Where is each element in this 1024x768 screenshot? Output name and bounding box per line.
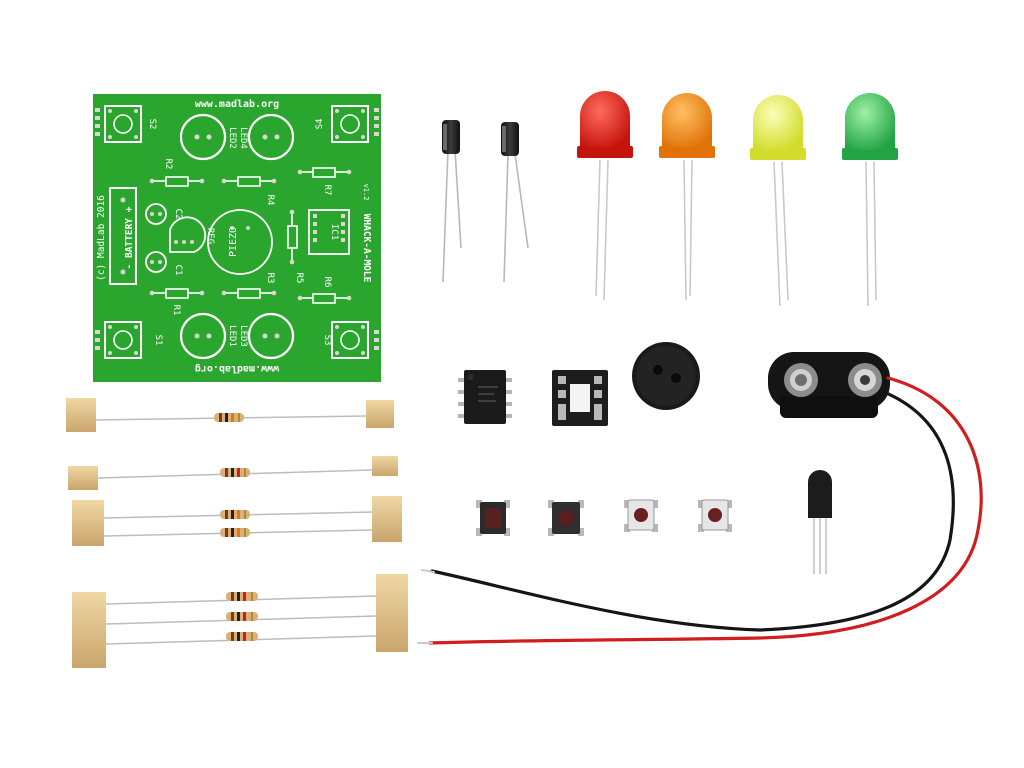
push-button-4 bbox=[698, 499, 732, 532]
pcb-board: www.madlab.org www.madlab.org (c) MadLab… bbox=[93, 94, 381, 382]
resistor-3 bbox=[220, 510, 250, 519]
pcb-piezo-footprint bbox=[207, 209, 273, 275]
red-wire bbox=[428, 376, 983, 645]
pcb-label-c2: C2 bbox=[173, 209, 183, 220]
push-button-3 bbox=[624, 499, 658, 532]
piezo-buzzer bbox=[632, 342, 700, 410]
ic-socket bbox=[552, 370, 608, 426]
pcb-switch-s2-footprint bbox=[104, 105, 142, 143]
pcb-url-top: www.madlab.org bbox=[195, 99, 279, 110]
black-wire bbox=[430, 390, 955, 632]
electrolytic-capacitor-2 bbox=[501, 122, 529, 283]
electrolytic-capacitor-1 bbox=[442, 120, 462, 283]
pcb-label-reg: REG bbox=[205, 228, 215, 244]
resistor-strip-1 bbox=[66, 398, 394, 432]
pcb-battery-footprint bbox=[109, 187, 137, 285]
pcb-led3-footprint bbox=[247, 312, 295, 360]
resistor-strip-4 bbox=[72, 574, 408, 668]
pcb-label-r6: R6 bbox=[322, 277, 332, 288]
battery-clip bbox=[768, 352, 890, 418]
battery-wires bbox=[417, 376, 983, 645]
microcontroller-chip bbox=[458, 370, 512, 424]
push-button-2 bbox=[548, 500, 584, 536]
pcb-switch-s4-footprint bbox=[331, 105, 369, 143]
pcb-label-led4: LED4 bbox=[238, 127, 248, 149]
pcb-label-led2: LED2 bbox=[227, 127, 237, 149]
pcb-label-piezo: PIEZO bbox=[228, 227, 239, 257]
led-green bbox=[842, 93, 898, 307]
pcb-url-bottom: www.madlab.org bbox=[195, 363, 279, 374]
pcb-label-r3: R3 bbox=[265, 273, 275, 284]
pcb-edge-pads bbox=[95, 108, 379, 350]
resistor-5 bbox=[226, 592, 258, 601]
pcb-version: v1.2 bbox=[362, 184, 370, 201]
pcb-copyright: (c) MadLab 2016 bbox=[96, 195, 107, 281]
pcb-label-s2: S2 bbox=[147, 119, 157, 130]
pcb-label-s3: S3 bbox=[322, 335, 332, 346]
pcb-ic1-footprint bbox=[308, 209, 350, 255]
resistor-4 bbox=[220, 528, 250, 537]
push-button-1 bbox=[476, 500, 510, 536]
pcb-battery-label: - BATTERY + bbox=[124, 206, 135, 269]
resistor-strip-3 bbox=[72, 496, 402, 546]
transistor bbox=[808, 470, 832, 574]
resistor-6 bbox=[226, 612, 258, 621]
pcb-c2-footprint bbox=[145, 203, 167, 225]
pcb-switch-s1-footprint bbox=[104, 321, 142, 359]
pcb-title: WHACK-A-MOLE bbox=[361, 214, 372, 283]
resistor-strip-2 bbox=[68, 456, 398, 490]
led-orange bbox=[659, 93, 715, 301]
black-wire-tip bbox=[421, 569, 435, 573]
pcb-label-c1: C1 bbox=[173, 265, 183, 276]
pcb-label-r2: R2 bbox=[163, 159, 173, 170]
pcb-switch-s3-footprint bbox=[331, 321, 369, 359]
pcb-reg-footprint bbox=[169, 216, 207, 253]
pcb-label-s4: S4 bbox=[315, 119, 325, 130]
pcb-led2-footprint bbox=[179, 113, 227, 161]
led-red bbox=[577, 91, 633, 301]
pcb-led4-footprint bbox=[247, 113, 295, 161]
pcb-label-s1: S1 bbox=[153, 335, 163, 346]
resistor-2 bbox=[220, 468, 250, 477]
resistor-7 bbox=[226, 632, 258, 641]
pcb-label-led3: LED3 bbox=[238, 325, 248, 347]
pcb-label-r1: R1 bbox=[171, 305, 181, 316]
led-yellow bbox=[750, 95, 806, 307]
pcb-label-r7: R7 bbox=[322, 185, 332, 196]
pcb-label-led1: LED1 bbox=[227, 325, 237, 347]
pcb-led1-footprint bbox=[179, 312, 227, 360]
pcb-label-ic1: IC1 bbox=[329, 224, 339, 240]
pcb-c1-footprint bbox=[145, 251, 167, 273]
pcb-label-r5: R5 bbox=[294, 273, 304, 284]
pcb-label-r4: R4 bbox=[265, 195, 275, 206]
resistor-1 bbox=[214, 413, 244, 422]
